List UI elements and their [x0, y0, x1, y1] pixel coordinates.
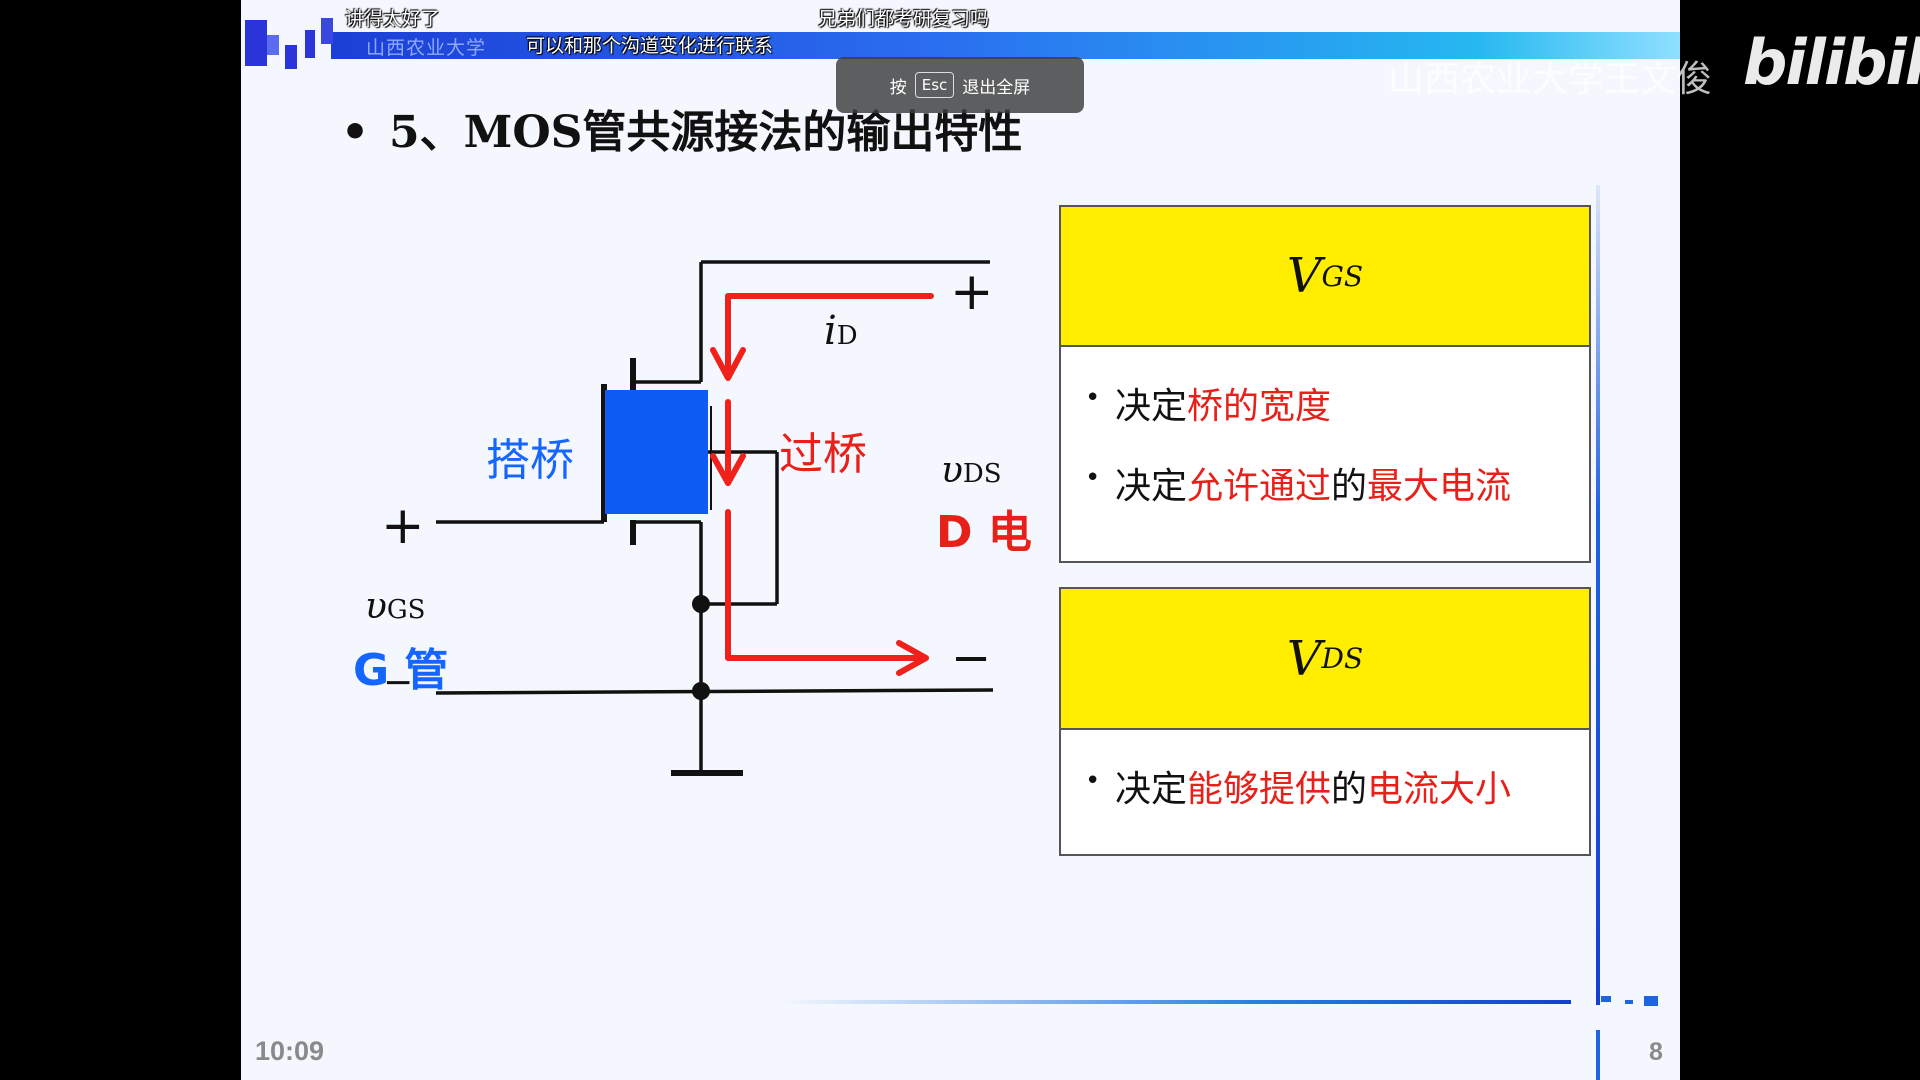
- g-tube-label: G 管: [353, 645, 449, 696]
- uploader-watermark: 山西农业大学王文俊: [1388, 59, 1713, 100]
- title-bullet: •: [341, 107, 370, 158]
- video-timer: 10:09: [255, 1036, 325, 1066]
- slide-page-number: 8: [1649, 1038, 1663, 1066]
- vds-label: υDS: [941, 450, 1002, 491]
- logo-block: [285, 45, 297, 69]
- minus-left-label: −: [383, 662, 414, 703]
- danmaku-comment: 兄弟们都考研复习吗: [818, 8, 990, 30]
- plus-left-label: +: [381, 496, 425, 556]
- esc-key-icon: Esc: [914, 72, 955, 98]
- bridge-cross-label: 过桥: [779, 429, 867, 480]
- corner-decor: [1601, 996, 1611, 1002]
- bilibili-logo: bilibili: [1743, 26, 1920, 99]
- plus-right-label: +: [950, 262, 994, 322]
- page-title: • 5、MOS管共源接法的输出特性: [341, 96, 1022, 160]
- vgs-info-box: VGS 决定桥的宽度 决定允许通过的最大电流: [1059, 205, 1591, 563]
- list-item: 决定能够提供的电流大小: [1085, 760, 1589, 812]
- vgs-box-list: 决定桥的宽度 决定允许通过的最大电流: [1061, 347, 1589, 509]
- drain-current-label: iD: [824, 308, 858, 354]
- common-ground-wire: [435, 688, 994, 695]
- danmaku-comment: 可以和那个沟道变化进行联系: [526, 35, 774, 57]
- vgs-label: υGS: [365, 586, 426, 627]
- slide-decor-bottom-line: [781, 1000, 1571, 1004]
- slide-decor-vertical-line: [1596, 185, 1600, 1005]
- corner-decor: [1625, 1000, 1633, 1004]
- list-item: 决定桥的宽度: [1085, 377, 1589, 429]
- current-arrowhead: [710, 453, 746, 486]
- bridge-build-label: 搭桥: [486, 435, 574, 486]
- junction-dot: [692, 682, 710, 700]
- vds-box-list: 决定能够提供的电流大小: [1061, 730, 1589, 812]
- exit-fullscreen-hint[interactable]: 按 Esc 退出全屏: [836, 57, 1084, 113]
- current-path-upper: [725, 293, 934, 378]
- channel-bridge-block: [605, 390, 708, 514]
- esc-hint-suffix: 退出全屏: [962, 77, 1031, 98]
- esc-hint-prefix: 按: [889, 77, 907, 98]
- logo-block: [305, 30, 315, 58]
- list-item: 决定允许通过的最大电流: [1085, 457, 1589, 509]
- d-elec-label: D 电: [936, 507, 1032, 558]
- corner-decor: [1596, 1030, 1600, 1080]
- current-arrowhead: [710, 347, 746, 381]
- junction-dot: [692, 595, 710, 613]
- vds-info-box: VDS 决定能够提供的电流大小: [1059, 587, 1591, 856]
- corner-decor: [1644, 996, 1658, 1006]
- header-bar: [331, 32, 1680, 59]
- current-path-lower: [725, 509, 926, 661]
- slide: 山西农业大学 • 5、MOS管共源接法的输出特性: [241, 0, 1680, 1080]
- logo-block: [245, 20, 267, 66]
- mos-circuit-diagram: [435, 260, 994, 776]
- logo-block: [321, 18, 333, 44]
- minus-right-label: −: [951, 630, 992, 686]
- current-arrowhead: [896, 640, 929, 676]
- danmaku-comment: 讲得太好了: [345, 8, 441, 30]
- school-name-small: 山西农业大学: [366, 37, 487, 59]
- logo-block: [267, 35, 279, 55]
- title-text: 5、MOS管共源接法的输出特性: [389, 107, 1023, 158]
